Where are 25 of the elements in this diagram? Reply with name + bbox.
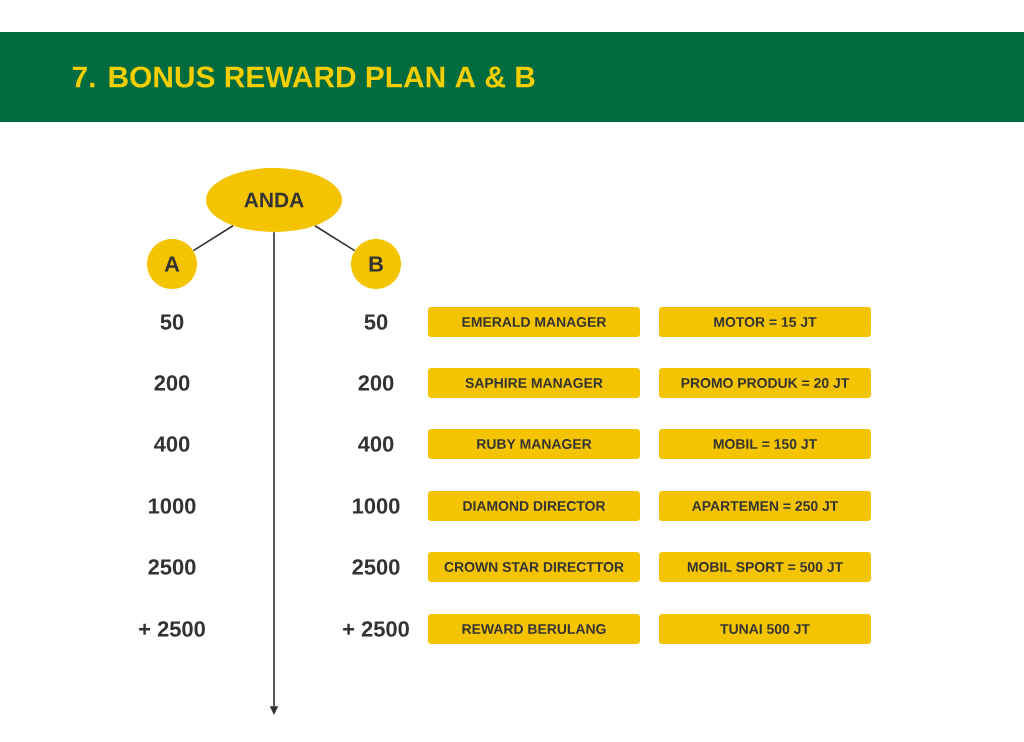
rank-box: CROWN STAR DIRECTTOR [428,552,640,582]
level-number: 400 [358,436,394,452]
rank-box: EMERALD MANAGER [428,307,640,337]
level-number: + 2500 [139,621,205,637]
rank-box: TUNAI 500 JT [659,614,871,644]
rank-box: MOTOR = 15 JT [659,307,871,337]
level-number: 1000 [149,498,196,514]
level-number: 50 [160,314,184,330]
title: 7. BONUS REWARD PLAN A & B [72,66,535,88]
level-number: 200 [154,375,190,391]
level-number: 400 [154,436,190,452]
rank-box: APARTEMEN = 250 JT [659,491,871,521]
rank-box: MOBIL SPORT = 500 JT [659,552,871,582]
rank-box: RUBY MANAGER [428,429,640,459]
rank-box: DIAMOND DIRECTOR [428,491,640,521]
rank-box: PROMO PRODUK = 20 JT [659,368,871,398]
rank-box: MOBIL = 150 JT [659,429,871,459]
rank-box: SAPHIRE MANAGER [428,368,640,398]
level-number: 2500 [352,559,400,575]
level-number: 1000 [353,498,400,514]
level-number: 200 [358,375,394,391]
rank-box: REWARD BERULANG [428,614,640,644]
level-number: 2500 [148,559,196,575]
level-number: + 2500 [343,621,409,637]
level-number: 50 [364,314,388,330]
